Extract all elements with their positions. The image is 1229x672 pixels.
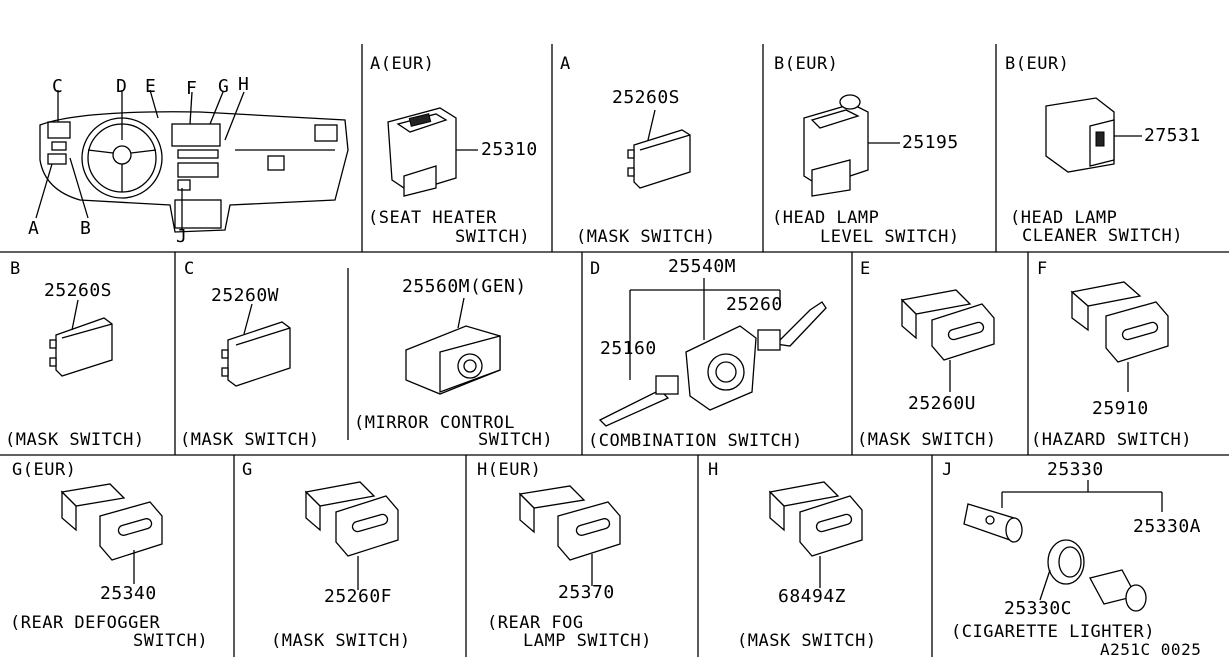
panel-tag: B [10, 259, 21, 279]
caption-line: (CIGARETTE LIGHTER) [951, 622, 1155, 642]
part-number: 25260 [726, 294, 783, 315]
panel-tag: E [860, 259, 871, 279]
panel-tag: G [242, 460, 253, 480]
mask-switch-b-drawing [49, 299, 113, 377]
panel-tag: H(EUR) [477, 460, 542, 480]
overview-label-b: B [80, 218, 92, 239]
part-number: 25260W [211, 285, 280, 306]
hazard-switch-drawing [1070, 281, 1169, 392]
panel-tag: J [942, 460, 953, 480]
part-number: 25260F [324, 586, 393, 607]
part-number: 25910 [1092, 398, 1149, 419]
caption-line: (MASK SWITCH) [5, 430, 145, 450]
panel-grid [0, 44, 1229, 657]
part-number: 25560M(GEN) [402, 276, 527, 297]
mask-switch-h-drawing [768, 481, 863, 588]
part-number: 25330 [1047, 459, 1104, 480]
mask-switch-g-drawing [304, 481, 399, 590]
overview-label-e: E [145, 76, 157, 97]
overview-label-j: J [176, 226, 188, 247]
caption-line: SWITCH) [478, 430, 554, 450]
seat-heater-switch-drawing [387, 107, 478, 197]
part-number: 25260U [908, 393, 977, 414]
caption-line: (SEAT HEATER [368, 208, 497, 228]
caption-line: (MASK SWITCH) [271, 631, 411, 651]
part-number: 25370 [558, 582, 615, 603]
caption-line: (COMBINATION SWITCH) [588, 431, 803, 451]
dashboard-overview-drawing [35, 89, 349, 233]
overview-label-a: A [28, 218, 40, 239]
caption-line: (REAR FOG [487, 613, 584, 633]
caption-line: LEVEL SWITCH) [820, 227, 960, 247]
caption-line: (HEAD LAMP [772, 208, 880, 228]
cigarette-lighter-drawing [963, 480, 1163, 612]
diagram-id: A251C 0025 [1100, 640, 1202, 659]
overview-label-g: G [218, 76, 230, 97]
part-number: 25260S [612, 87, 681, 108]
caption-line: (REAR DEFOGGER [10, 613, 161, 633]
panel-tag: A(EUR) [370, 54, 435, 74]
panel-tag: C [184, 259, 195, 279]
panel-tag: A [560, 54, 571, 74]
caption-line: (HEAD LAMP [1010, 208, 1118, 228]
overview-label-f: F [186, 78, 198, 99]
mask-switch-a-drawing [627, 109, 691, 189]
caption-line: LAMP SWITCH) [523, 631, 652, 651]
overview-label-h: H [238, 74, 250, 95]
overview-label-c: C [52, 76, 64, 97]
caption-line: (MASK SWITCH) [737, 631, 877, 651]
panel-tag: F [1037, 259, 1048, 279]
caption-line: SWITCH) [455, 227, 531, 247]
part-number: 25340 [100, 583, 157, 604]
part-number: 25195 [902, 132, 959, 153]
panel-tag: B(EUR) [774, 54, 839, 74]
head-lamp-cleaner-switch-drawing [1045, 97, 1142, 173]
caption-line: (HAZARD SWITCH) [1031, 430, 1193, 450]
panel-tag: H [708, 460, 719, 480]
panel-tag: B(EUR) [1005, 54, 1070, 74]
part-number: 25160 [600, 338, 657, 359]
overview-label-d: D [116, 76, 128, 97]
mask-switch-e-drawing [900, 289, 995, 392]
mirror-control-switch-drawing [405, 297, 501, 395]
part-number: 27531 [1144, 125, 1201, 146]
caption-line: SWITCH) [133, 631, 209, 651]
panel-tag: D [590, 259, 601, 279]
caption-line: CLEANER SWITCH) [1022, 226, 1184, 246]
mask-switch-c-drawing [221, 303, 291, 387]
part-number: 25330A [1133, 516, 1202, 537]
caption-line: (MASK SWITCH) [576, 227, 716, 247]
caption-line: (MASK SWITCH) [180, 430, 320, 450]
part-number: 68494Z [778, 586, 847, 607]
caption-line: (MIRROR CONTROL [354, 413, 516, 433]
combination-switch-drawing [598, 278, 827, 427]
rear-fog-lamp-switch-drawing [518, 485, 621, 586]
caption-line: (MASK SWITCH) [857, 430, 997, 450]
part-number: 25310 [481, 139, 538, 160]
panel-tag: G(EUR) [12, 460, 77, 480]
part-number: 25330C [1004, 598, 1073, 619]
part-number: 25260S [44, 280, 113, 301]
head-lamp-level-switch-drawing [803, 94, 900, 197]
part-number: 25540M [668, 256, 737, 277]
rear-defogger-switch-drawing [60, 483, 163, 584]
